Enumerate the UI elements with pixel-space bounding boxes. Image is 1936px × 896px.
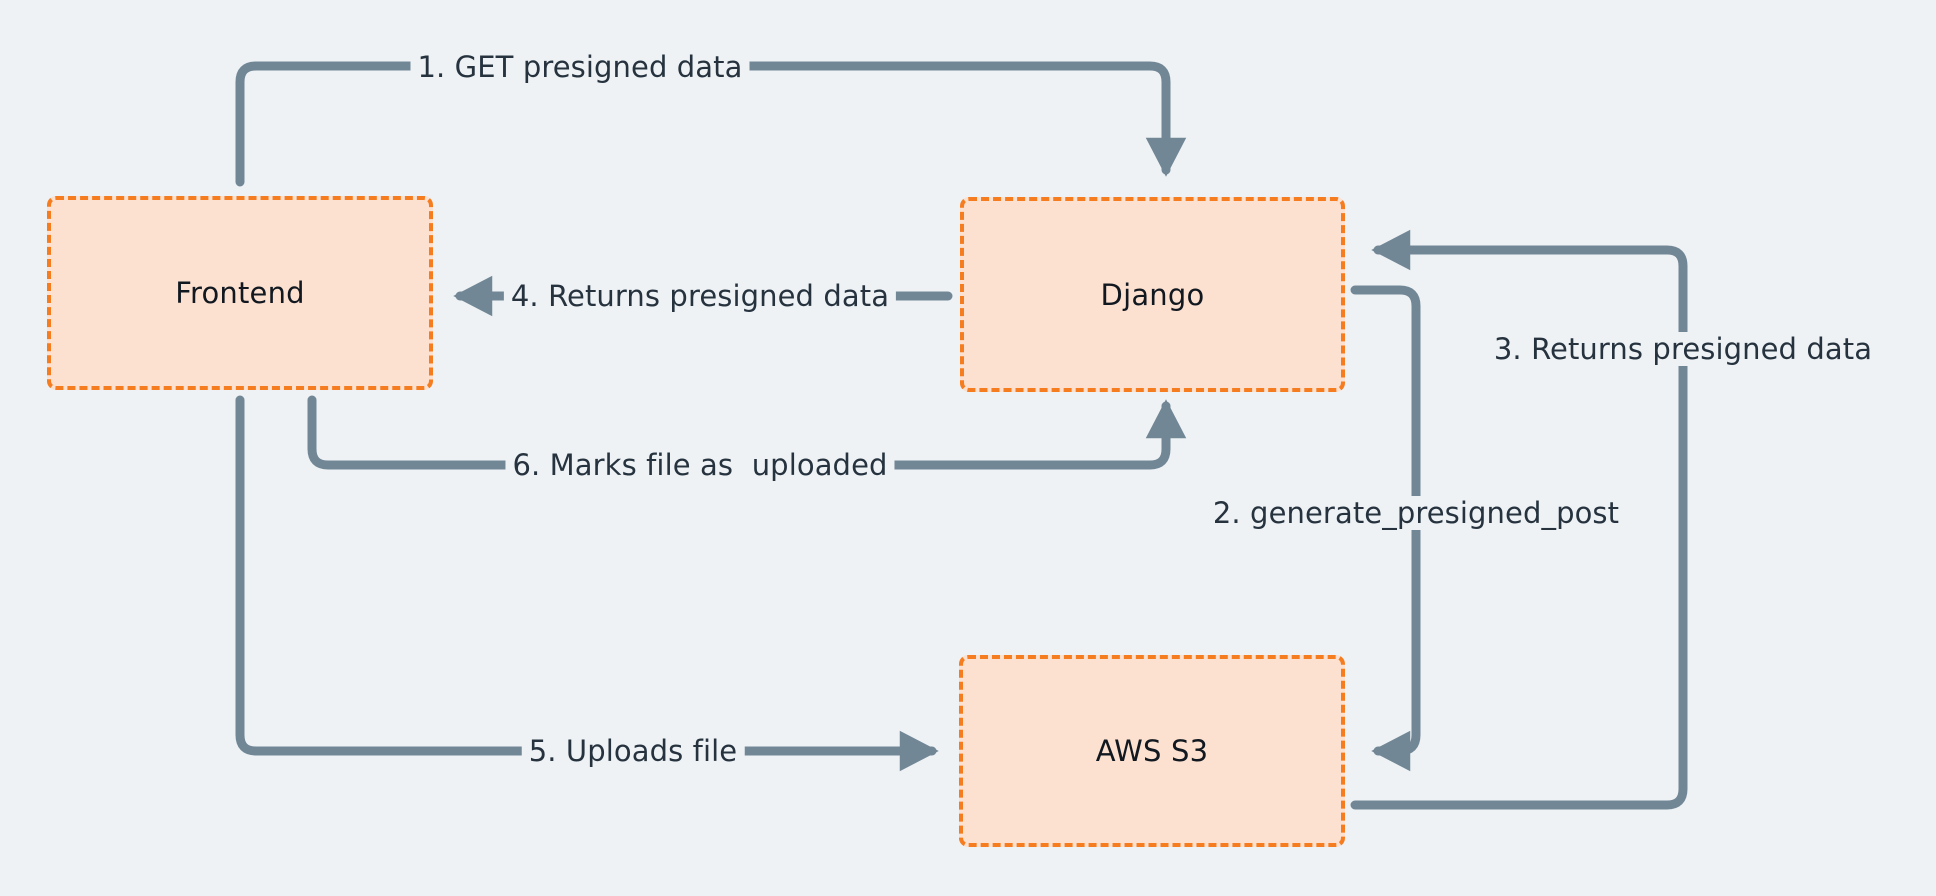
connector-5-uploads-file [235,395,939,772]
node-django[interactable]: Django [960,197,1345,392]
connector-3-returns-presigned-data [1350,229,1688,810]
node-aws-s3[interactable]: AWS S3 [959,655,1345,847]
edge-label-5: 5. Uploads file [521,734,745,768]
edge-label-4: 4. Returns presigned data [503,279,897,313]
node-django-label: Django [1100,277,1205,312]
node-aws-s3-label: AWS S3 [1095,734,1209,768]
edge-label-1: 1. GET presigned data [410,50,750,84]
edge-label-3: 3. Returns presigned data [1486,332,1880,366]
edge-label-6: 6. Marks file as uploaded [505,448,895,482]
node-frontend[interactable]: Frontend [47,196,433,390]
edge-label-2: 2. generate_presigned_post [1205,496,1627,530]
node-frontend-label: Frontend [175,276,305,310]
